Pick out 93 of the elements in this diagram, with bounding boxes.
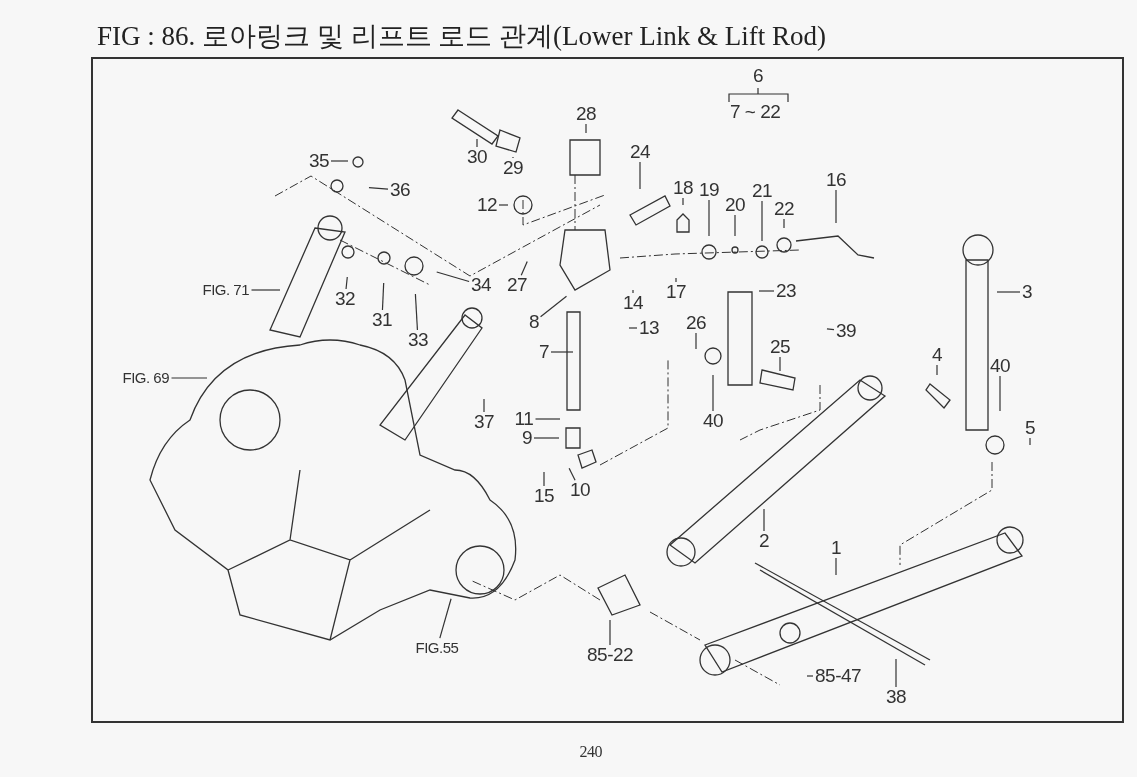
leader-line (439, 598, 452, 639)
leader-line (543, 471, 545, 487)
callout-number: 40 (703, 411, 724, 431)
callout-number: 85-47 (815, 666, 862, 686)
callout-number: 25 (770, 337, 791, 357)
leader-line (330, 160, 349, 162)
leader-line (1029, 437, 1031, 446)
group-number: 6 (753, 66, 764, 86)
title: FIG : 86. 로아링크 및 리프트 로드 관계(Lower Link & Lift Rod) (97, 20, 826, 52)
leader-line (381, 282, 385, 311)
leader-line (826, 328, 835, 331)
callout-number: 20 (725, 195, 746, 215)
leader-line (695, 332, 697, 350)
leader-line (250, 289, 281, 291)
callout-number: 4 (932, 345, 943, 365)
leader-line (436, 271, 470, 283)
callout-number: 38 (886, 687, 907, 707)
leader-line (999, 375, 1001, 412)
leader-line (779, 356, 781, 372)
figure-reference: FIG.55 (415, 638, 459, 658)
part-range: 7 ~ 22 (730, 102, 781, 122)
leader-line (170, 377, 208, 379)
callout-number: 16 (826, 170, 847, 190)
leader-line (609, 619, 611, 646)
callout-number: 37 (474, 412, 495, 432)
leader-line (639, 161, 641, 190)
callout-number: 12 (477, 195, 498, 215)
callout-number: 32 (335, 289, 356, 309)
leader-line (345, 276, 348, 290)
leader-line (708, 199, 710, 237)
leader-line (585, 123, 587, 134)
callout-number: 27 (507, 275, 528, 295)
leader-line (835, 189, 837, 224)
callout-number: 21 (752, 181, 773, 201)
callout-number: 8 (529, 312, 540, 332)
figure-reference: FIG. 69 (122, 368, 170, 388)
callout-number: 28 (576, 104, 597, 124)
callout-number: 11 (514, 409, 534, 429)
leader-line (533, 437, 560, 439)
callout-number: 29 (503, 158, 524, 178)
callout-number: 36 (390, 180, 411, 200)
leader-line (568, 467, 576, 481)
callout-number: 5 (1025, 418, 1036, 438)
leader-line (368, 186, 389, 190)
callout-number: 22 (774, 199, 795, 219)
callout-number: 1 (831, 538, 842, 558)
callout-number: 39 (836, 321, 857, 341)
callout-number: 40 (990, 356, 1011, 376)
callout-number: 19 (699, 180, 720, 200)
leader-line (483, 398, 485, 413)
callout-number: 7 (539, 342, 550, 362)
callout-number: 23 (776, 281, 797, 301)
callout-number: 33 (408, 330, 429, 350)
leader-line (628, 327, 638, 329)
leader-line (761, 200, 763, 242)
callout-number: 15 (534, 486, 555, 506)
callout-number: 85-22 (587, 645, 634, 665)
leader-line (734, 214, 736, 237)
leader-line (806, 675, 814, 677)
callout-number: 30 (467, 147, 488, 167)
leader-line (550, 351, 574, 353)
leader-line (835, 557, 837, 576)
leader-line (520, 260, 528, 276)
leader-line (498, 204, 509, 206)
page-number: 240 (579, 742, 602, 762)
callout-number: 14 (623, 293, 644, 313)
leader-line (414, 293, 419, 331)
callout-number: 34 (471, 275, 492, 295)
callout-number: 24 (630, 142, 651, 162)
leader-line (539, 295, 568, 318)
callout-number: 2 (759, 531, 770, 551)
callout-number: 17 (666, 282, 687, 302)
leader-line (996, 291, 1021, 293)
leader-line (682, 197, 684, 206)
leader-line (675, 277, 677, 283)
callout-number: 18 (673, 178, 694, 198)
leader-line (476, 138, 478, 148)
callout-number: 13 (639, 318, 660, 338)
figure-reference: FIG. 71 (202, 280, 250, 300)
callout-number: 31 (372, 310, 393, 330)
leader-line (783, 218, 785, 229)
leader-line (895, 658, 897, 688)
leader-line (632, 289, 634, 294)
callout-number: 35 (309, 151, 330, 171)
leader-line (712, 374, 714, 412)
leader-line (936, 364, 938, 376)
leader-line (534, 418, 561, 420)
leader-line (758, 290, 775, 292)
leader-line (763, 508, 765, 532)
callout-number: 9 (522, 428, 533, 448)
callout-number: 3 (1022, 282, 1033, 302)
callout-number: 10 (570, 480, 591, 500)
callout-number: 26 (686, 313, 707, 333)
